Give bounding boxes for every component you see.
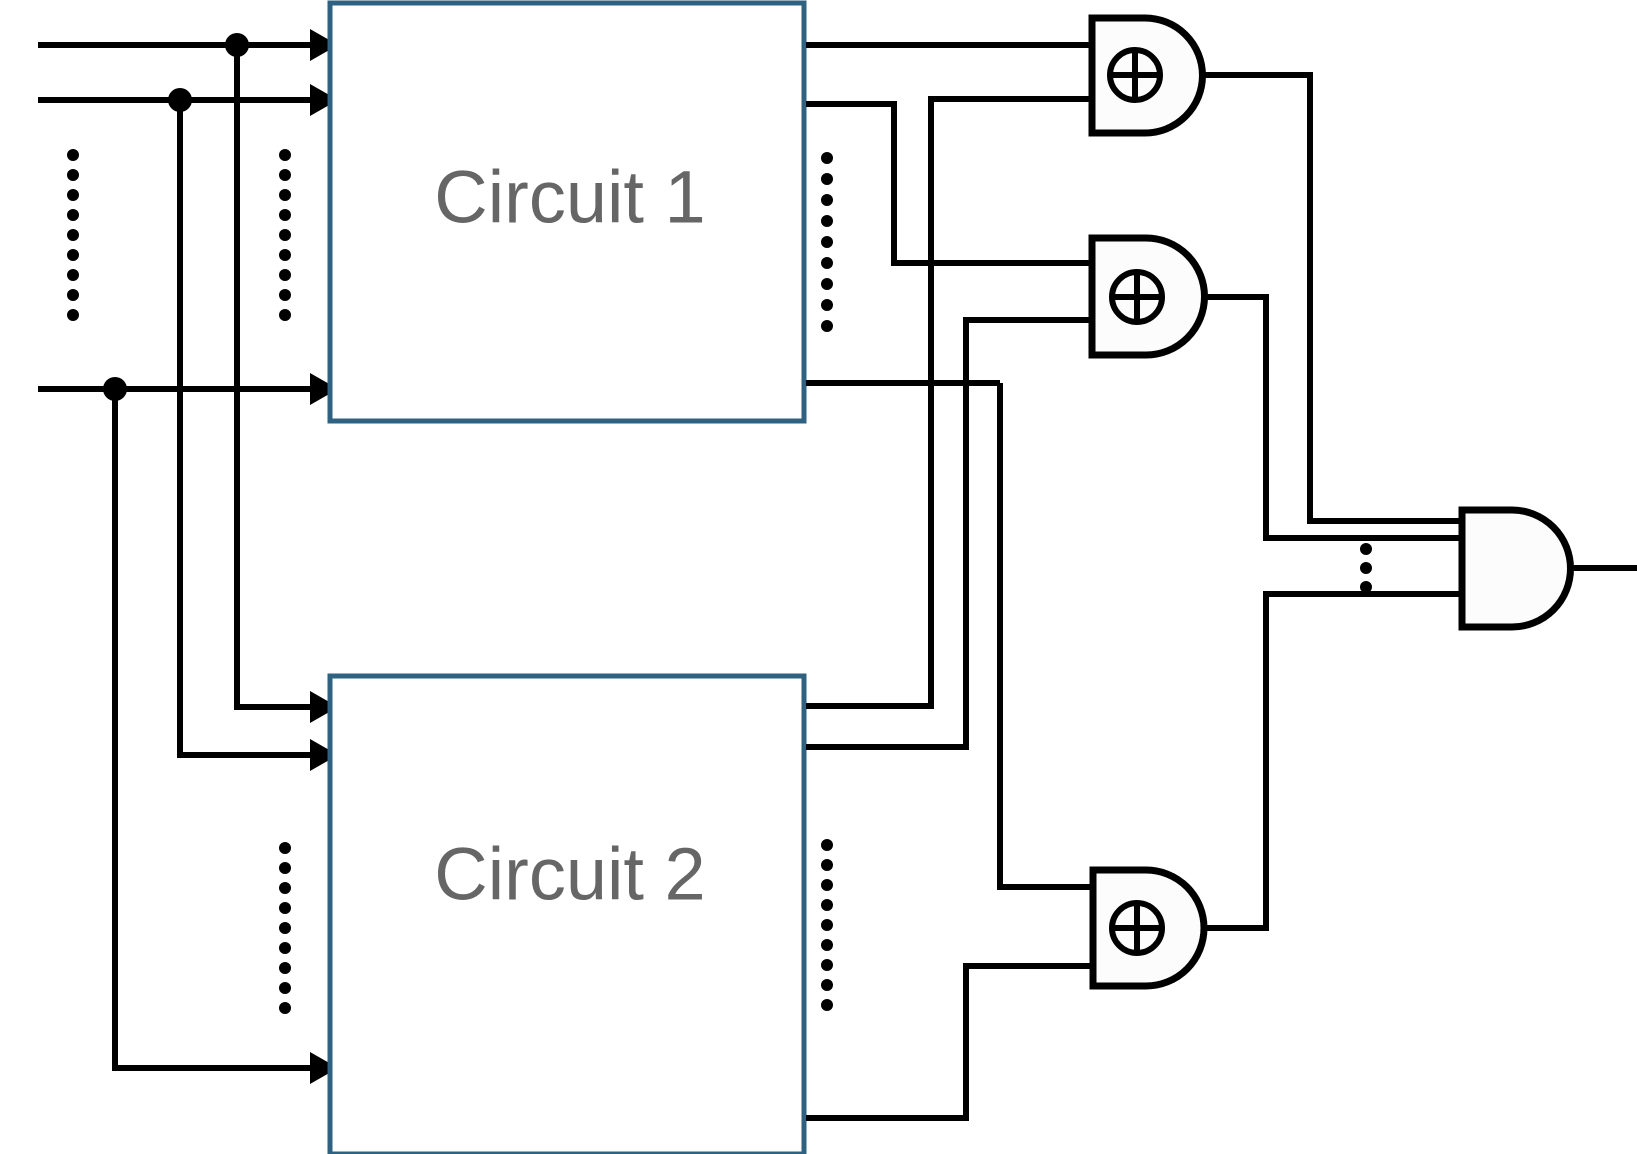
circuit1-output-wires [806, 42, 1092, 386]
wire-xor2-to-and [1206, 294, 1462, 541]
and-gate-input-ellipsis [1360, 543, 1372, 593]
gate-and-output[interactable] [1458, 506, 1574, 631]
junction-dots [103, 33, 249, 401]
input-bus-left-ellipsis [67, 149, 79, 321]
gate-xor1[interactable] [1088, 14, 1206, 137]
arrow-input-3-circuit2 [310, 1052, 338, 1084]
wire-c1-out2-to-xor2 [806, 101, 1092, 266]
circuit2-label: Circuit 2 [434, 833, 705, 916]
circuit1-label: Circuit 1 [434, 156, 705, 239]
circuit1-output-ellipsis [821, 152, 833, 332]
arrow-input-1-circuit1 [310, 29, 338, 61]
wire-xor1-to-and [1204, 72, 1462, 524]
cross-coupling-wires [806, 96, 1093, 1121]
block-circuit2[interactable]: Circuit 2 [327, 673, 807, 1154]
input-bus-right-ellipsis [279, 149, 291, 321]
junction-dot-input-1 [225, 33, 249, 57]
arrow-input-3-circuit1 [310, 373, 338, 405]
circuit2-output-ellipsis [821, 839, 833, 1011]
wire-input-2-to-circuit2 [177, 100, 310, 758]
block-circuit1[interactable]: Circuit 1 [327, 0, 807, 424]
circuit1-box[interactable] [327, 0, 807, 424]
wire-c2-out3-to-xor3 [806, 963, 1093, 1121]
circuit2-input-ellipsis [279, 842, 291, 1014]
wire-c2-out2-to-xor2 [806, 317, 1092, 750]
arrow-input-2-circuit1 [310, 84, 338, 116]
gate-xor2[interactable] [1088, 234, 1208, 359]
junction-dot-input-2 [168, 88, 192, 112]
circuit2-box[interactable] [327, 673, 807, 1154]
gate-xor3[interactable] [1089, 866, 1208, 990]
wire-input-1-to-circuit2 [234, 45, 310, 710]
arrow-input-1-circuit2 [310, 691, 338, 723]
wire-input-3-to-circuit2 [112, 389, 310, 1071]
xor-output-wires [1204, 72, 1462, 931]
arrow-input-2-circuit2 [310, 739, 338, 771]
wire-xor3-to-and [1206, 591, 1462, 931]
wire-c2-out1-to-xor1 [806, 96, 1092, 709]
primary-input-wires [38, 29, 338, 405]
and-output-body[interactable] [1458, 506, 1574, 631]
wire-c1-out3-to-xor3 [997, 383, 1093, 890]
junction-dot-input-3 [103, 377, 127, 401]
fanout-wires-to-circuit2 [112, 45, 338, 1084]
